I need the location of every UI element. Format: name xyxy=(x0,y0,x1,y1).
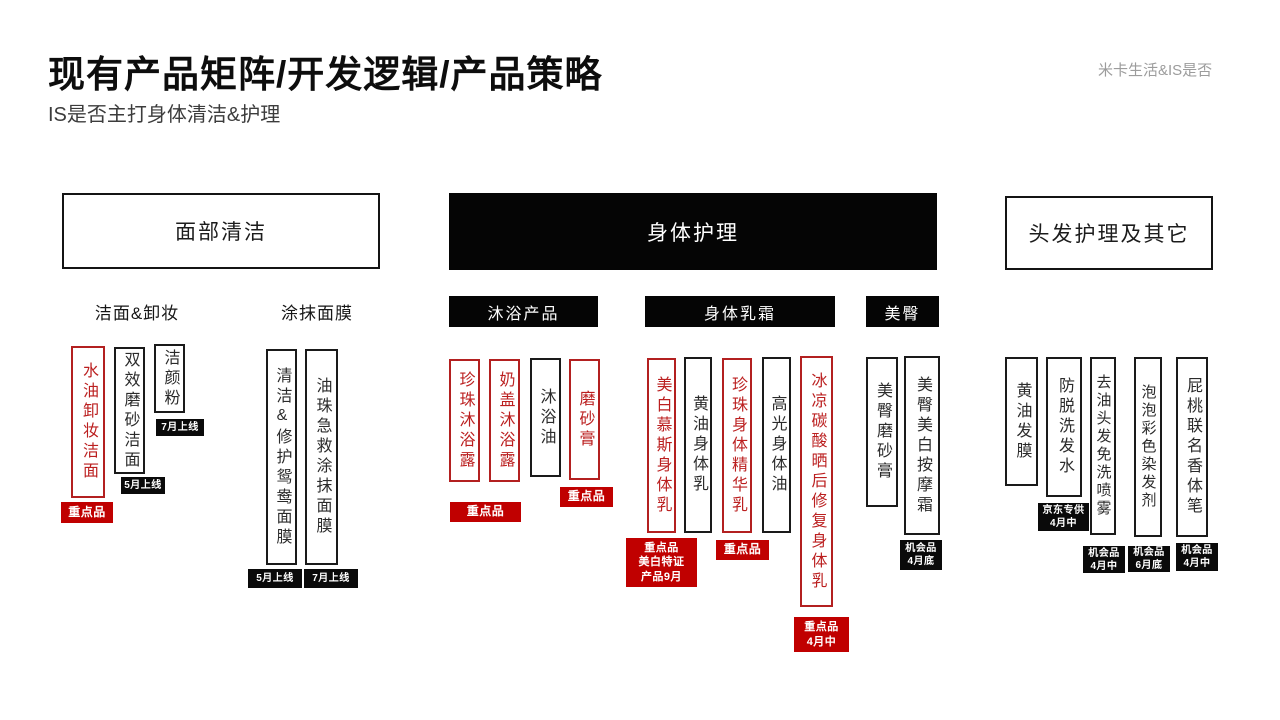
product-badge: 京东专供 4月中 xyxy=(1038,503,1089,531)
product-box: 美臀美白按摩霜 xyxy=(904,356,940,535)
product-box: 去油头发免洗喷雾 xyxy=(1090,357,1116,535)
section-header-face: 面部清洁 xyxy=(62,193,380,269)
group-label-mask: 涂抹面膜 xyxy=(281,303,353,323)
product-box: 清洁&修护鸳鸯面膜 xyxy=(266,349,297,565)
product-box: 油珠急救涂抹面膜 xyxy=(305,349,338,565)
product-badge: 重点品 美白特证 产品9月 xyxy=(626,538,697,587)
product-box: 美臀磨砂膏 xyxy=(866,357,898,507)
product-box: 屁桃联名香体笔 xyxy=(1176,357,1208,537)
product-badge: 机会品 4月中 xyxy=(1083,546,1125,573)
brand-watermark: 米卡生活&IS是否 xyxy=(1098,62,1213,79)
product-badge: 重点品 xyxy=(450,502,521,522)
group-bar-hip: 美臀 xyxy=(866,296,939,327)
product-box: 洁颜粉 xyxy=(154,344,185,413)
product-badge: 5月上线 xyxy=(121,477,165,494)
product-badge: 重点品 xyxy=(61,502,113,523)
product-badge: 重点品 4月中 xyxy=(794,617,849,652)
page-title: 现有产品矩阵/开发逻辑/产品策略 xyxy=(48,54,603,95)
product-badge: 机会品 4月中 xyxy=(1176,543,1218,571)
group-bar-shower: 沐浴产品 xyxy=(449,296,598,327)
product-box: 双效磨砂洁面 xyxy=(114,347,145,474)
product-badge: 5月上线 xyxy=(248,569,302,588)
product-badge: 机会品 6月底 xyxy=(1128,546,1170,572)
product-box: 美白慕斯身体乳 xyxy=(647,358,676,533)
product-box: 磨砂膏 xyxy=(569,359,600,480)
product-box: 奶盖沐浴露 xyxy=(489,359,520,482)
product-box: 防脱洗发水 xyxy=(1046,357,1082,497)
product-badge: 重点品 xyxy=(560,487,613,507)
product-box: 黄油发膜 xyxy=(1005,357,1038,486)
product-badge: 7月上线 xyxy=(304,569,358,588)
product-box: 水油卸妆洁面 xyxy=(71,346,105,498)
section-header-body: 身体护理 xyxy=(449,193,937,270)
page-subtitle: IS是否主打身体清洁&护理 xyxy=(48,104,281,126)
product-badge: 7月上线 xyxy=(156,419,204,436)
product-box: 高光身体油 xyxy=(762,357,791,533)
product-badge: 重点品 xyxy=(716,540,769,560)
group-bar-cream: 身体乳霜 xyxy=(645,296,835,327)
product-box: 泡泡彩色染发剂 xyxy=(1134,357,1162,537)
product-box: 冰凉碳酸晒后修复身体乳 xyxy=(800,356,833,607)
product-box: 珍珠沐浴露 xyxy=(449,359,480,482)
product-box: 珍珠身体精华乳 xyxy=(722,358,752,533)
product-badge: 机会品 4月底 xyxy=(900,540,942,570)
group-label-cleansing: 洁面&卸妆 xyxy=(94,303,180,323)
section-header-hair: 头发护理及其它 xyxy=(1005,196,1213,270)
product-box: 黄油身体乳 xyxy=(684,357,712,533)
product-box: 沐浴油 xyxy=(530,358,561,477)
